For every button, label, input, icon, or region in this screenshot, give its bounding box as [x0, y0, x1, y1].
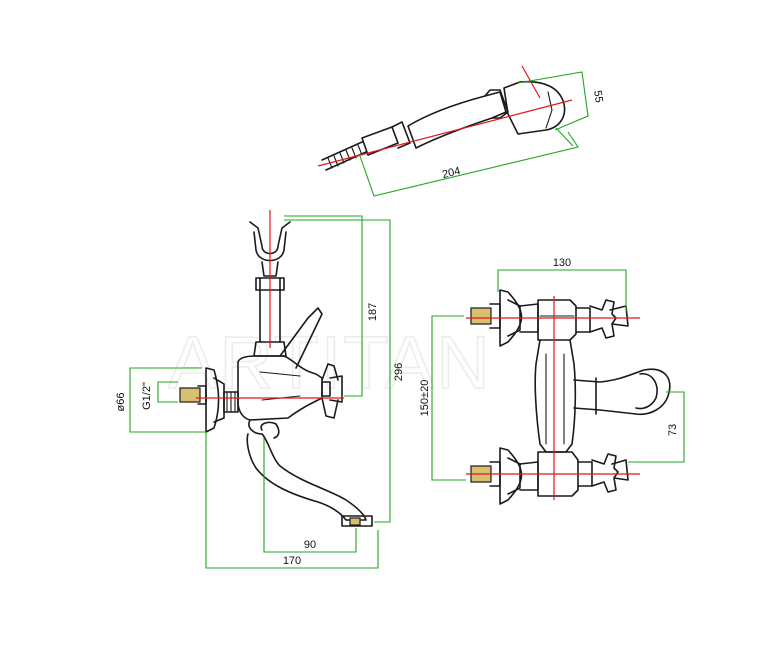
- dim-center-distance: 150±20: [419, 380, 431, 417]
- dim-total-depth: 170: [283, 555, 301, 567]
- side-view-dimensions: 187 296 ø66 G1/2" 90 170: [115, 215, 405, 569]
- dim-total-height: 296: [393, 363, 405, 381]
- side-view-drawing: [179, 210, 373, 527]
- hand-shower-drawing: [317, 65, 573, 171]
- dim-thread: G1/2": [141, 382, 153, 410]
- shower-center-line: [317, 99, 573, 167]
- dim-spout-height: 73: [667, 424, 679, 436]
- dim-spout-reach: 90: [304, 539, 316, 551]
- front-view-dimensions: 130 150±20 73: [419, 257, 685, 481]
- dim-bracket-height: 187: [367, 303, 379, 321]
- dim-width: 130: [553, 257, 571, 269]
- dim-shower-length: 204: [441, 165, 462, 181]
- shower-dimensions: 204 55: [359, 71, 605, 197]
- dim-shower-head: 55: [591, 90, 605, 104]
- dim-connector-diameter: ø66: [115, 393, 127, 412]
- front-view-drawing: [466, 289, 671, 505]
- watermark: ARTITAN: [168, 321, 492, 404]
